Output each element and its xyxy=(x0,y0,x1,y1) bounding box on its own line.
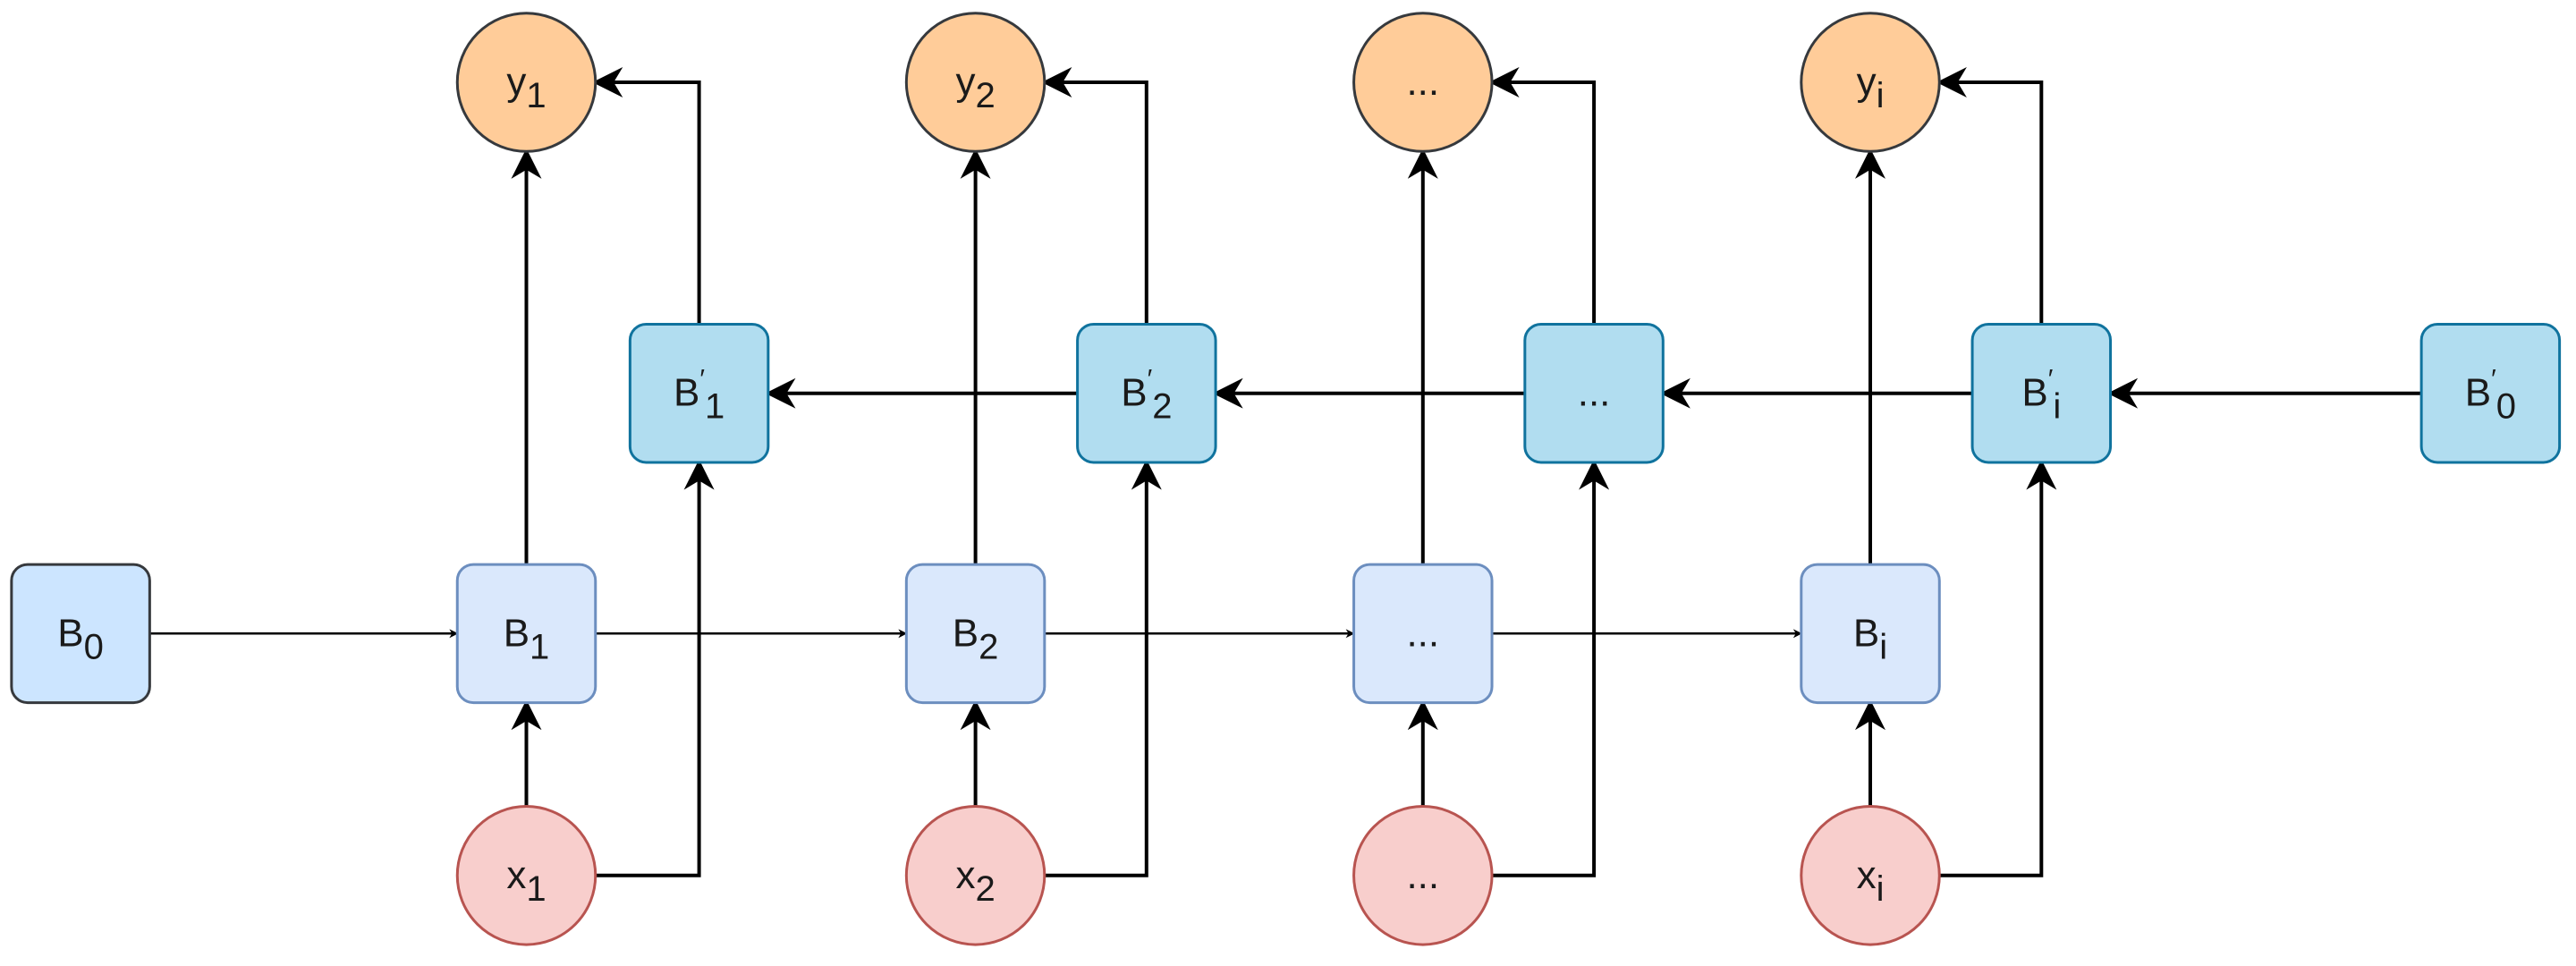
node-x2-label: x2 xyxy=(955,853,995,909)
node-x3: ... xyxy=(1352,805,1494,946)
edge-bp2-y2 xyxy=(1041,67,1148,325)
node-x1-circle xyxy=(455,805,597,946)
node-x3-circle xyxy=(1352,805,1494,946)
node-bpi-box xyxy=(1970,322,2113,464)
node-yi: yi xyxy=(1800,12,1941,153)
node-bp1-box xyxy=(628,322,770,464)
node-bp0-box xyxy=(2419,322,2562,464)
node-bp1: B′1 xyxy=(628,322,770,464)
node-y2-circle xyxy=(904,12,1046,153)
edge-xi-bpi xyxy=(1939,459,2057,877)
node-y1-label: y1 xyxy=(506,60,546,115)
node-b1-box xyxy=(455,563,597,705)
node-bp2-box xyxy=(1076,322,1217,464)
node-y2-label: y2 xyxy=(955,60,995,115)
nodes-layer: B0 B1 B2... Bi B′1 B′2... B′i B′0 x1 x2... xi y1 y2.… xyxy=(10,12,2562,946)
node-x2-circle xyxy=(904,805,1046,946)
node-y2: y2 xyxy=(904,12,1046,153)
node-b1-label: B1 xyxy=(504,611,550,666)
node-b3: ... xyxy=(1352,563,1494,705)
node-x2: x2 xyxy=(904,805,1046,946)
node-bpi: B′i xyxy=(1970,322,2113,464)
node-bp2: B′2 xyxy=(1076,322,1217,464)
node-bi-label: Bi xyxy=(1853,611,1887,666)
edge-bp1-y1 xyxy=(592,67,701,325)
node-b2: B2 xyxy=(904,563,1046,705)
node-yi-label: yi xyxy=(1857,60,1885,115)
node-bp2-label: B′2 xyxy=(1121,365,1172,427)
node-b0-box xyxy=(10,563,151,705)
node-bpi-label: B′i xyxy=(2021,365,2061,427)
node-b1: B1 xyxy=(455,563,597,705)
node-xi-circle xyxy=(1800,805,1941,946)
node-bp3-box xyxy=(1523,322,1665,464)
node-x1: x1 xyxy=(455,805,597,946)
edge-bpi-yi xyxy=(1936,67,2044,325)
node-y3: ... xyxy=(1352,12,1494,153)
node-y1-circle xyxy=(455,12,597,153)
node-b2-label: B2 xyxy=(953,611,999,666)
node-bp0-label: B′0 xyxy=(2465,365,2516,427)
edge-x2-bp2 xyxy=(1044,459,1162,877)
node-y3-label: ... xyxy=(1406,60,1439,104)
node-b0-label: B0 xyxy=(57,611,104,666)
node-b2-box xyxy=(904,563,1046,705)
node-bp3-label: ... xyxy=(1578,371,1611,415)
node-bp3: ... xyxy=(1523,322,1665,464)
edge-bp3-y3 xyxy=(1488,67,1597,325)
node-yi-circle xyxy=(1800,12,1941,153)
node-b0: B0 xyxy=(10,563,151,705)
node-bp0: B′0 xyxy=(2419,322,2562,464)
node-bi-box xyxy=(1800,563,1941,705)
node-b3-box xyxy=(1352,563,1494,705)
edge-x1-bp1 xyxy=(595,459,715,877)
node-y3-circle xyxy=(1352,12,1494,153)
node-bp1-label: B′1 xyxy=(674,365,724,427)
node-b3-label: ... xyxy=(1406,611,1439,655)
edge-x3-bp3 xyxy=(1492,459,1610,877)
node-x3-label: ... xyxy=(1406,853,1439,897)
node-x1-label: x1 xyxy=(506,853,546,909)
node-y1: y1 xyxy=(455,12,597,153)
node-xi-label: xi xyxy=(1857,853,1885,909)
node-bi: Bi xyxy=(1800,563,1941,705)
node-xi: xi xyxy=(1800,805,1941,946)
edges-layer xyxy=(149,67,2422,877)
